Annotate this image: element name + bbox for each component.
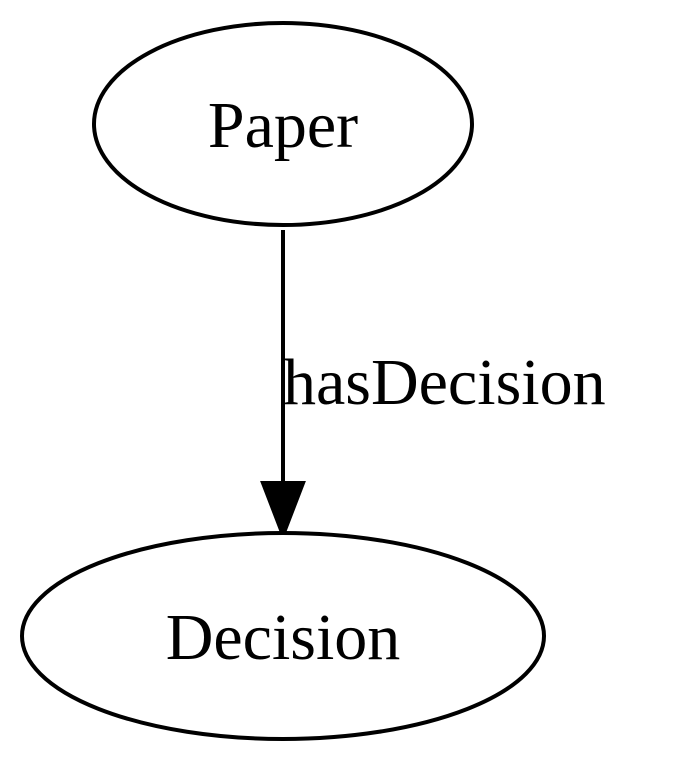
node-decision-label: Decision [166, 601, 401, 674]
node-decision: Decision [20, 531, 546, 741]
node-paper-shape [92, 21, 474, 227]
node-paper-label: Paper [208, 89, 358, 162]
node-paper: Paper [92, 21, 474, 227]
edge-has-decision-arrowhead [260, 481, 306, 541]
edge-has-decision-label: hasDecision [283, 346, 606, 419]
edge-has-decision: hasDecision [260, 230, 606, 541]
node-decision-shape [20, 531, 546, 741]
